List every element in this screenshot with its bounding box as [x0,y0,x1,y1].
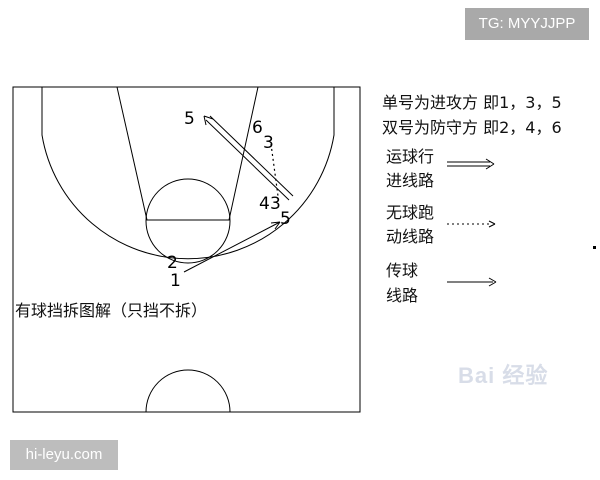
player-2: 2 [167,253,178,273]
free-throw-circle [145,178,231,264]
legend-offball-label-1: 无球跑 [386,203,435,222]
player-5-top: 5 [184,109,195,129]
player-1: 1 [170,271,181,291]
edge-dot [593,246,596,249]
dribble-route-line-a [205,119,290,201]
legend-pass-label-1: 传球 [386,261,419,280]
court-boundary [12,86,361,413]
dribble-route-line-b [209,115,294,197]
legend-pass-label-2: 线路 [386,286,419,305]
three-point-arc [41,87,335,260]
player-3: 3 [263,133,274,153]
legend-offball-label-2: 动线路 [386,227,435,246]
tg-badge: TG: MYYJJPP [465,8,589,40]
offball-route-line [270,143,279,197]
player-6: 6 [252,118,263,138]
legend-offball-arrow-head [488,220,496,228]
free-throw-lane [116,86,259,221]
legend-even-defense: 双号为防守方 即2，4，6 [382,118,562,137]
center-circle [145,369,231,413]
legend-dribble-label-1: 运球行 [386,147,435,166]
player-3-low: 3 [270,194,281,214]
legend-odd-offense: 单号为进攻方 即1，3，5 [382,93,562,112]
dribble-arrow-head [203,115,214,126]
legend-pass-arrow-head [488,277,497,287]
pass-route-line [183,221,281,273]
player-5-low: 5 [280,209,291,229]
legend-dribble-arrow-head [485,158,495,170]
baidu-watermark: Bai 经验 [458,363,549,388]
legend-dribble-label-2: 进线路 [386,171,435,190]
pass-arrow-head [270,221,281,230]
diagram-caption: 有球挡拆图解（只挡不拆） [15,301,208,320]
player-4: 4 [259,194,270,214]
site-badge: hi-leyu.com [10,440,118,470]
